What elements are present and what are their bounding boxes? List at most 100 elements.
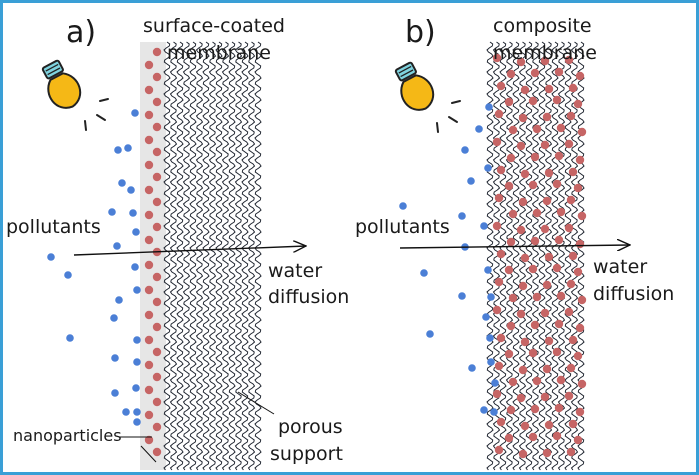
pollutant bbox=[133, 286, 141, 294]
pollutant bbox=[485, 103, 493, 111]
nanoparticle bbox=[152, 122, 162, 132]
nanoparticle bbox=[575, 155, 585, 165]
nanoparticle bbox=[530, 320, 540, 330]
nanoparticle bbox=[577, 379, 587, 389]
nanoparticle bbox=[554, 151, 564, 161]
pollutant bbox=[108, 208, 116, 216]
nanoparticle bbox=[540, 308, 550, 318]
water-diffusion-arrow-a bbox=[73, 246, 306, 256]
nanoparticle bbox=[144, 210, 154, 220]
nanoparticle bbox=[542, 196, 552, 206]
nanoparticle bbox=[544, 336, 554, 346]
nanoparticle bbox=[568, 251, 578, 261]
nanoparticle bbox=[528, 96, 538, 106]
pollutant bbox=[131, 263, 139, 271]
nanoparticles-label: nanoparticles bbox=[13, 426, 122, 445]
pore-wave-line bbox=[189, 41, 197, 471]
light-rays bbox=[436, 100, 461, 133]
nanoparticle bbox=[516, 393, 526, 403]
nanoparticle bbox=[504, 349, 514, 359]
porous-support-a bbox=[163, 41, 262, 471]
pore-wave-line bbox=[486, 41, 494, 471]
panel-a-water-label: water bbox=[268, 260, 323, 282]
nanoparticle bbox=[577, 127, 587, 137]
pore-wave-line bbox=[163, 41, 171, 471]
nanoparticle bbox=[575, 407, 585, 417]
nanoparticle bbox=[566, 363, 576, 373]
pore-wave-line bbox=[254, 41, 262, 471]
panel-b-title-line2: membrane bbox=[493, 42, 597, 64]
coating-layer bbox=[140, 42, 166, 470]
nanoparticle bbox=[144, 260, 154, 270]
pollutant bbox=[491, 379, 499, 387]
nanoparticle bbox=[506, 237, 516, 247]
nanoparticle bbox=[566, 195, 576, 205]
pore-wave-line bbox=[525, 41, 533, 471]
nanoparticle bbox=[492, 53, 502, 63]
nanoparticle bbox=[520, 337, 530, 347]
pollutant bbox=[487, 358, 495, 366]
pore-wave-line bbox=[202, 41, 210, 471]
nanoparticle bbox=[492, 221, 502, 231]
pollutant bbox=[113, 242, 121, 250]
pollutant bbox=[475, 125, 483, 133]
nanoparticle bbox=[144, 135, 154, 145]
nanoparticle bbox=[494, 445, 504, 455]
nanoparticle bbox=[152, 397, 162, 407]
nanoparticle bbox=[516, 141, 526, 151]
nanoparticle bbox=[532, 376, 542, 386]
nanoparticles-pointer-2 bbox=[140, 445, 157, 463]
nanoparticle bbox=[152, 147, 162, 157]
nanoparticle bbox=[564, 391, 574, 401]
pollutant bbox=[133, 358, 141, 366]
nanoparticle bbox=[530, 152, 540, 162]
pore-wave-line bbox=[557, 41, 566, 471]
nanoparticle bbox=[573, 351, 583, 361]
nanoparticle bbox=[496, 249, 506, 259]
nanoparticle bbox=[575, 239, 585, 249]
nanoparticle bbox=[540, 392, 550, 402]
pollutant bbox=[399, 202, 407, 210]
nanoparticle bbox=[542, 448, 552, 458]
nanoparticle bbox=[144, 435, 154, 445]
pollutant bbox=[484, 164, 492, 172]
nanoparticle bbox=[152, 97, 162, 107]
pollutants-a bbox=[47, 109, 141, 426]
nanoparticle bbox=[144, 85, 154, 95]
nanoparticle bbox=[564, 55, 574, 65]
pore-wave-line bbox=[247, 41, 256, 471]
nanoparticle bbox=[504, 433, 514, 443]
panel-a-title-line1: surface-coated bbox=[143, 15, 285, 37]
nanoparticle bbox=[508, 377, 518, 387]
nanoparticle bbox=[152, 322, 162, 332]
panel-b-water-label: water bbox=[593, 256, 648, 278]
nanoparticle bbox=[556, 375, 566, 385]
nanoparticle bbox=[144, 310, 154, 320]
nanoparticle bbox=[504, 97, 514, 107]
pore-wave-line bbox=[208, 41, 217, 471]
pollutant bbox=[131, 109, 139, 117]
panel-b-pollutants-label: pollutants bbox=[355, 216, 450, 238]
nanoparticle bbox=[508, 293, 518, 303]
pollutant bbox=[114, 146, 122, 154]
nanoparticle bbox=[494, 277, 504, 287]
pore-wave-line bbox=[551, 41, 559, 471]
pollutant bbox=[133, 418, 141, 426]
nanoparticle bbox=[568, 167, 578, 177]
nanoparticle bbox=[506, 405, 516, 415]
nanoparticle bbox=[144, 335, 154, 345]
nanoparticle bbox=[544, 168, 554, 178]
pore-wave-line bbox=[195, 41, 204, 471]
pore-wave-line bbox=[505, 41, 514, 471]
nanoparticle bbox=[144, 410, 154, 420]
pore-wave-line bbox=[577, 41, 585, 471]
nanoparticle bbox=[144, 185, 154, 195]
pollutant bbox=[132, 228, 140, 236]
nanoparticle bbox=[540, 56, 550, 66]
nanoparticle bbox=[518, 449, 528, 459]
pore-wave-line bbox=[228, 41, 236, 471]
pollutant bbox=[127, 186, 135, 194]
pollutant bbox=[110, 314, 118, 322]
pollutant bbox=[111, 389, 119, 397]
